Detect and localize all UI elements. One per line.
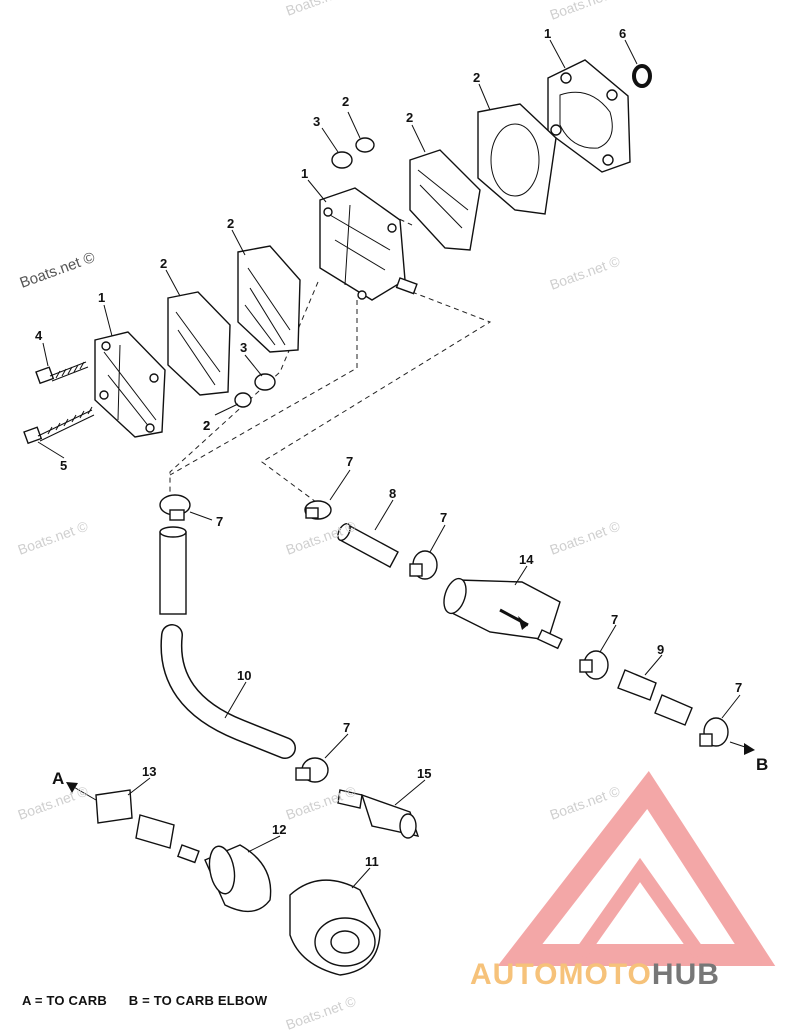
brand-wordmark: AUTOMOTOHUB	[470, 958, 720, 992]
callout-2: 2	[160, 256, 167, 271]
hose-13	[95, 789, 175, 849]
brand-part1: AUTOMOTO	[470, 958, 652, 991]
callout-6: 6	[619, 26, 626, 41]
hose-8	[337, 523, 399, 568]
callout-7: 7	[343, 720, 350, 735]
legend: A = TO CARB B = TO CARB ELBOW	[22, 993, 285, 1008]
callout-labels: 1 6 2 2 3 2 1 2 2 2 1 3 2 4 5 7 8 7 7 14…	[35, 26, 742, 869]
callout-10: 10	[237, 668, 251, 683]
watermark: Boats.net ©	[548, 782, 623, 822]
callout-7: 7	[440, 510, 447, 525]
clamp-right-1	[579, 650, 609, 680]
callout-7: 7	[346, 454, 353, 469]
clamp-bottom	[295, 757, 329, 783]
pump-cover-left	[94, 331, 166, 438]
legend-a: A = TO CARB	[22, 993, 107, 1008]
callout-11: 11	[365, 854, 379, 869]
callout-7: 7	[216, 514, 223, 529]
disc-upper	[355, 137, 375, 153]
watermark: Boats.net ©	[18, 249, 98, 292]
watermark: Boats.net ©	[548, 0, 623, 23]
hose-vertical	[159, 526, 187, 615]
callout-5: 5	[60, 458, 67, 473]
clamp-center-2	[409, 550, 438, 580]
callout-2: 2	[227, 216, 234, 231]
callout-7: 7	[611, 612, 618, 627]
gasket-mid	[237, 245, 301, 353]
diaphragm-upper	[409, 149, 481, 251]
fitting-15	[337, 789, 420, 839]
leader-lines	[37, 39, 741, 889]
pump-cover	[547, 59, 631, 173]
callout-2: 2	[203, 418, 210, 433]
clamp-center-1	[304, 500, 332, 520]
fuel-filter	[443, 577, 563, 650]
callout-13: 13	[142, 764, 156, 779]
arrow-b	[729, 741, 755, 755]
watermark: Boats.net ©	[16, 782, 91, 822]
washer-upper	[331, 151, 353, 169]
o-ring	[632, 64, 652, 88]
callout-2: 2	[342, 94, 349, 109]
clamp-right-2	[699, 717, 729, 747]
callout-1: 1	[544, 26, 551, 41]
disc-mid	[234, 392, 252, 408]
callout-1: 1	[301, 166, 308, 181]
callout-2: 2	[473, 70, 480, 85]
brand-part2: HUB	[651, 958, 720, 991]
endpoint-a-label: A	[52, 769, 64, 788]
bulb-11	[289, 879, 381, 976]
callout-12: 12	[272, 822, 286, 837]
screw-short	[35, 361, 89, 385]
clamp-left-top	[159, 494, 191, 521]
legend-b: B = TO CARB ELBOW	[128, 993, 268, 1008]
screw-long	[23, 406, 95, 445]
watermark: Boats.net	[284, 0, 345, 19]
hose-9	[617, 669, 693, 726]
callout-15: 15	[417, 766, 431, 781]
callout-4: 4	[35, 328, 43, 343]
callout-1: 1	[98, 290, 105, 305]
gasket-left	[167, 291, 231, 396]
watermark: Boats.net ©	[548, 252, 623, 292]
callout-7: 7	[735, 680, 742, 695]
callout-3: 3	[240, 340, 247, 355]
watermark: Boats.net ©	[548, 517, 623, 557]
callout-14: 14	[519, 552, 534, 567]
gasket-upper-right	[477, 103, 557, 215]
watermark: Boats.net ©	[16, 517, 91, 557]
pump-body	[319, 187, 418, 301]
callout-2: 2	[203, 418, 210, 433]
watermark: Boats.net ©	[284, 992, 359, 1032]
callout-2: 2	[406, 110, 413, 125]
callout-9: 9	[657, 642, 664, 657]
arrow-a	[66, 782, 97, 801]
primer-bulb	[176, 844, 272, 913]
callout-3: 3	[313, 114, 320, 129]
brand-logo-mark	[497, 771, 776, 966]
washer-mid	[254, 373, 276, 391]
callout-8: 8	[389, 486, 396, 501]
endpoint-b-label: B	[756, 755, 768, 774]
